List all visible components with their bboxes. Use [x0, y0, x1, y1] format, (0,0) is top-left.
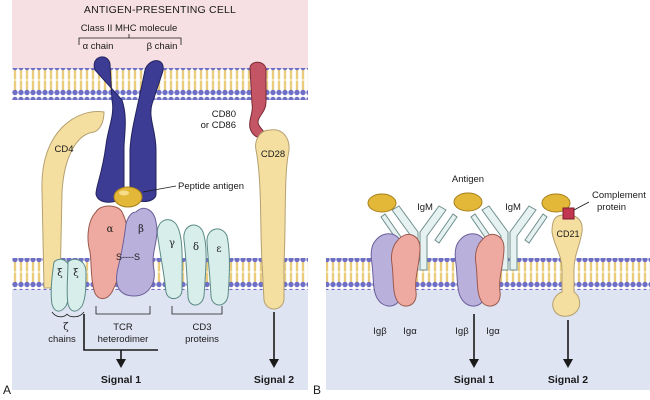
alpha-chain-label: α chain	[83, 41, 114, 52]
b-signal-1-label: Signal 1	[454, 374, 494, 386]
cd3-delta-label: δ	[193, 242, 199, 253]
antigen-2	[453, 192, 483, 212]
cd28-protein	[255, 129, 290, 310]
cd3-epsilon	[206, 228, 230, 306]
cd3-gamma-label: γ	[169, 238, 175, 249]
antigen-label: Antigen	[452, 174, 484, 185]
cd3-proteins-label: proteins	[185, 334, 219, 345]
igm-right-label: IgM	[505, 202, 521, 213]
cd3-epsilon-label: ε	[216, 244, 221, 255]
complement-pointer	[573, 201, 590, 211]
peptide-antigen	[113, 186, 143, 208]
ig-alpha-2-label: Igα	[486, 326, 500, 337]
tcr-alpha-label: α	[107, 224, 114, 235]
tcr-label: TCR	[113, 322, 133, 333]
disulfide-bond-label: S----S	[116, 252, 140, 262]
complement-label: Complement	[592, 190, 646, 201]
cd21-protein	[551, 214, 583, 317]
tcr-heterodimer-label: heterodimer	[98, 334, 149, 345]
cd86-label: or CD86	[201, 120, 236, 131]
cd3-label: CD3	[192, 322, 211, 333]
zeta-chains-label: chains	[48, 334, 76, 345]
mhc-alpha-chain	[93, 56, 126, 203]
cd3-delta	[183, 224, 207, 306]
antigen-1	[367, 193, 397, 213]
cd28-label: CD28	[261, 149, 285, 160]
peptide-highlight	[119, 190, 129, 196]
apc-cytoplasm	[12, 0, 308, 68]
cd80-cd86-protein	[249, 61, 267, 139]
signal-1-arrowhead	[116, 359, 126, 368]
zeta-2-label: ξ	[73, 268, 79, 279]
signal-1-label: Signal 1	[101, 374, 141, 386]
b-cell-interior	[326, 290, 650, 390]
ig-alpha-1-label: Igα	[403, 326, 417, 337]
cd4-protein	[41, 111, 105, 289]
ig-beta-2-label: Igβ	[455, 326, 469, 337]
zeta-chain-2	[66, 258, 87, 312]
ig-alpha-1	[391, 233, 421, 307]
ig-beta-1-label: Igβ	[373, 326, 387, 337]
cd3-gamma	[156, 219, 183, 299]
mhc-bracket	[78, 34, 182, 45]
peptide-pointer	[142, 185, 177, 193]
cd3-bracket	[171, 306, 223, 315]
panel-a-letter: A	[3, 383, 11, 397]
cell-title: ANTIGEN-PRESENTING CELL	[84, 4, 236, 16]
cd80-label: CD80	[212, 109, 236, 120]
tcr-bracket	[95, 306, 151, 315]
b-signal-1-arrowhead	[469, 359, 479, 368]
zeta-bracket	[51, 311, 85, 318]
beta-chain-label: β chain	[147, 41, 178, 52]
mhc-beta-chain	[129, 60, 164, 202]
complement-protein-label: protein	[597, 202, 626, 213]
signal-2-arrowhead	[269, 359, 279, 368]
cd4-label: CD4	[54, 144, 73, 155]
panel-b-letter: B	[313, 383, 321, 397]
b-signal-2-arrowhead	[563, 359, 573, 368]
panel-b: Antigen IgM IgM Igβ Igα Igβ Igα	[313, 174, 650, 397]
complement-protein	[562, 207, 575, 220]
panel-a: ANTIGEN-PRESENTING CELL Class II MHC mol…	[3, 0, 308, 397]
igm-left-label: IgM	[417, 202, 433, 213]
ig-alpha-2	[475, 233, 505, 307]
zeta-1-label: ξ	[57, 268, 63, 279]
signal-1-bracket	[83, 314, 158, 351]
mhc-label: Class II MHC molecule	[81, 23, 178, 34]
peptide-label: Peptide antigen	[178, 181, 244, 192]
tcr-beta-label: β	[138, 224, 144, 235]
signal-2-label: Signal 2	[254, 374, 294, 386]
tcr-beta-chain	[116, 207, 158, 297]
b-signal-2-label: Signal 2	[548, 374, 588, 386]
cd21-label: CD21	[556, 229, 579, 239]
zeta-symbol: ζ	[63, 322, 69, 333]
